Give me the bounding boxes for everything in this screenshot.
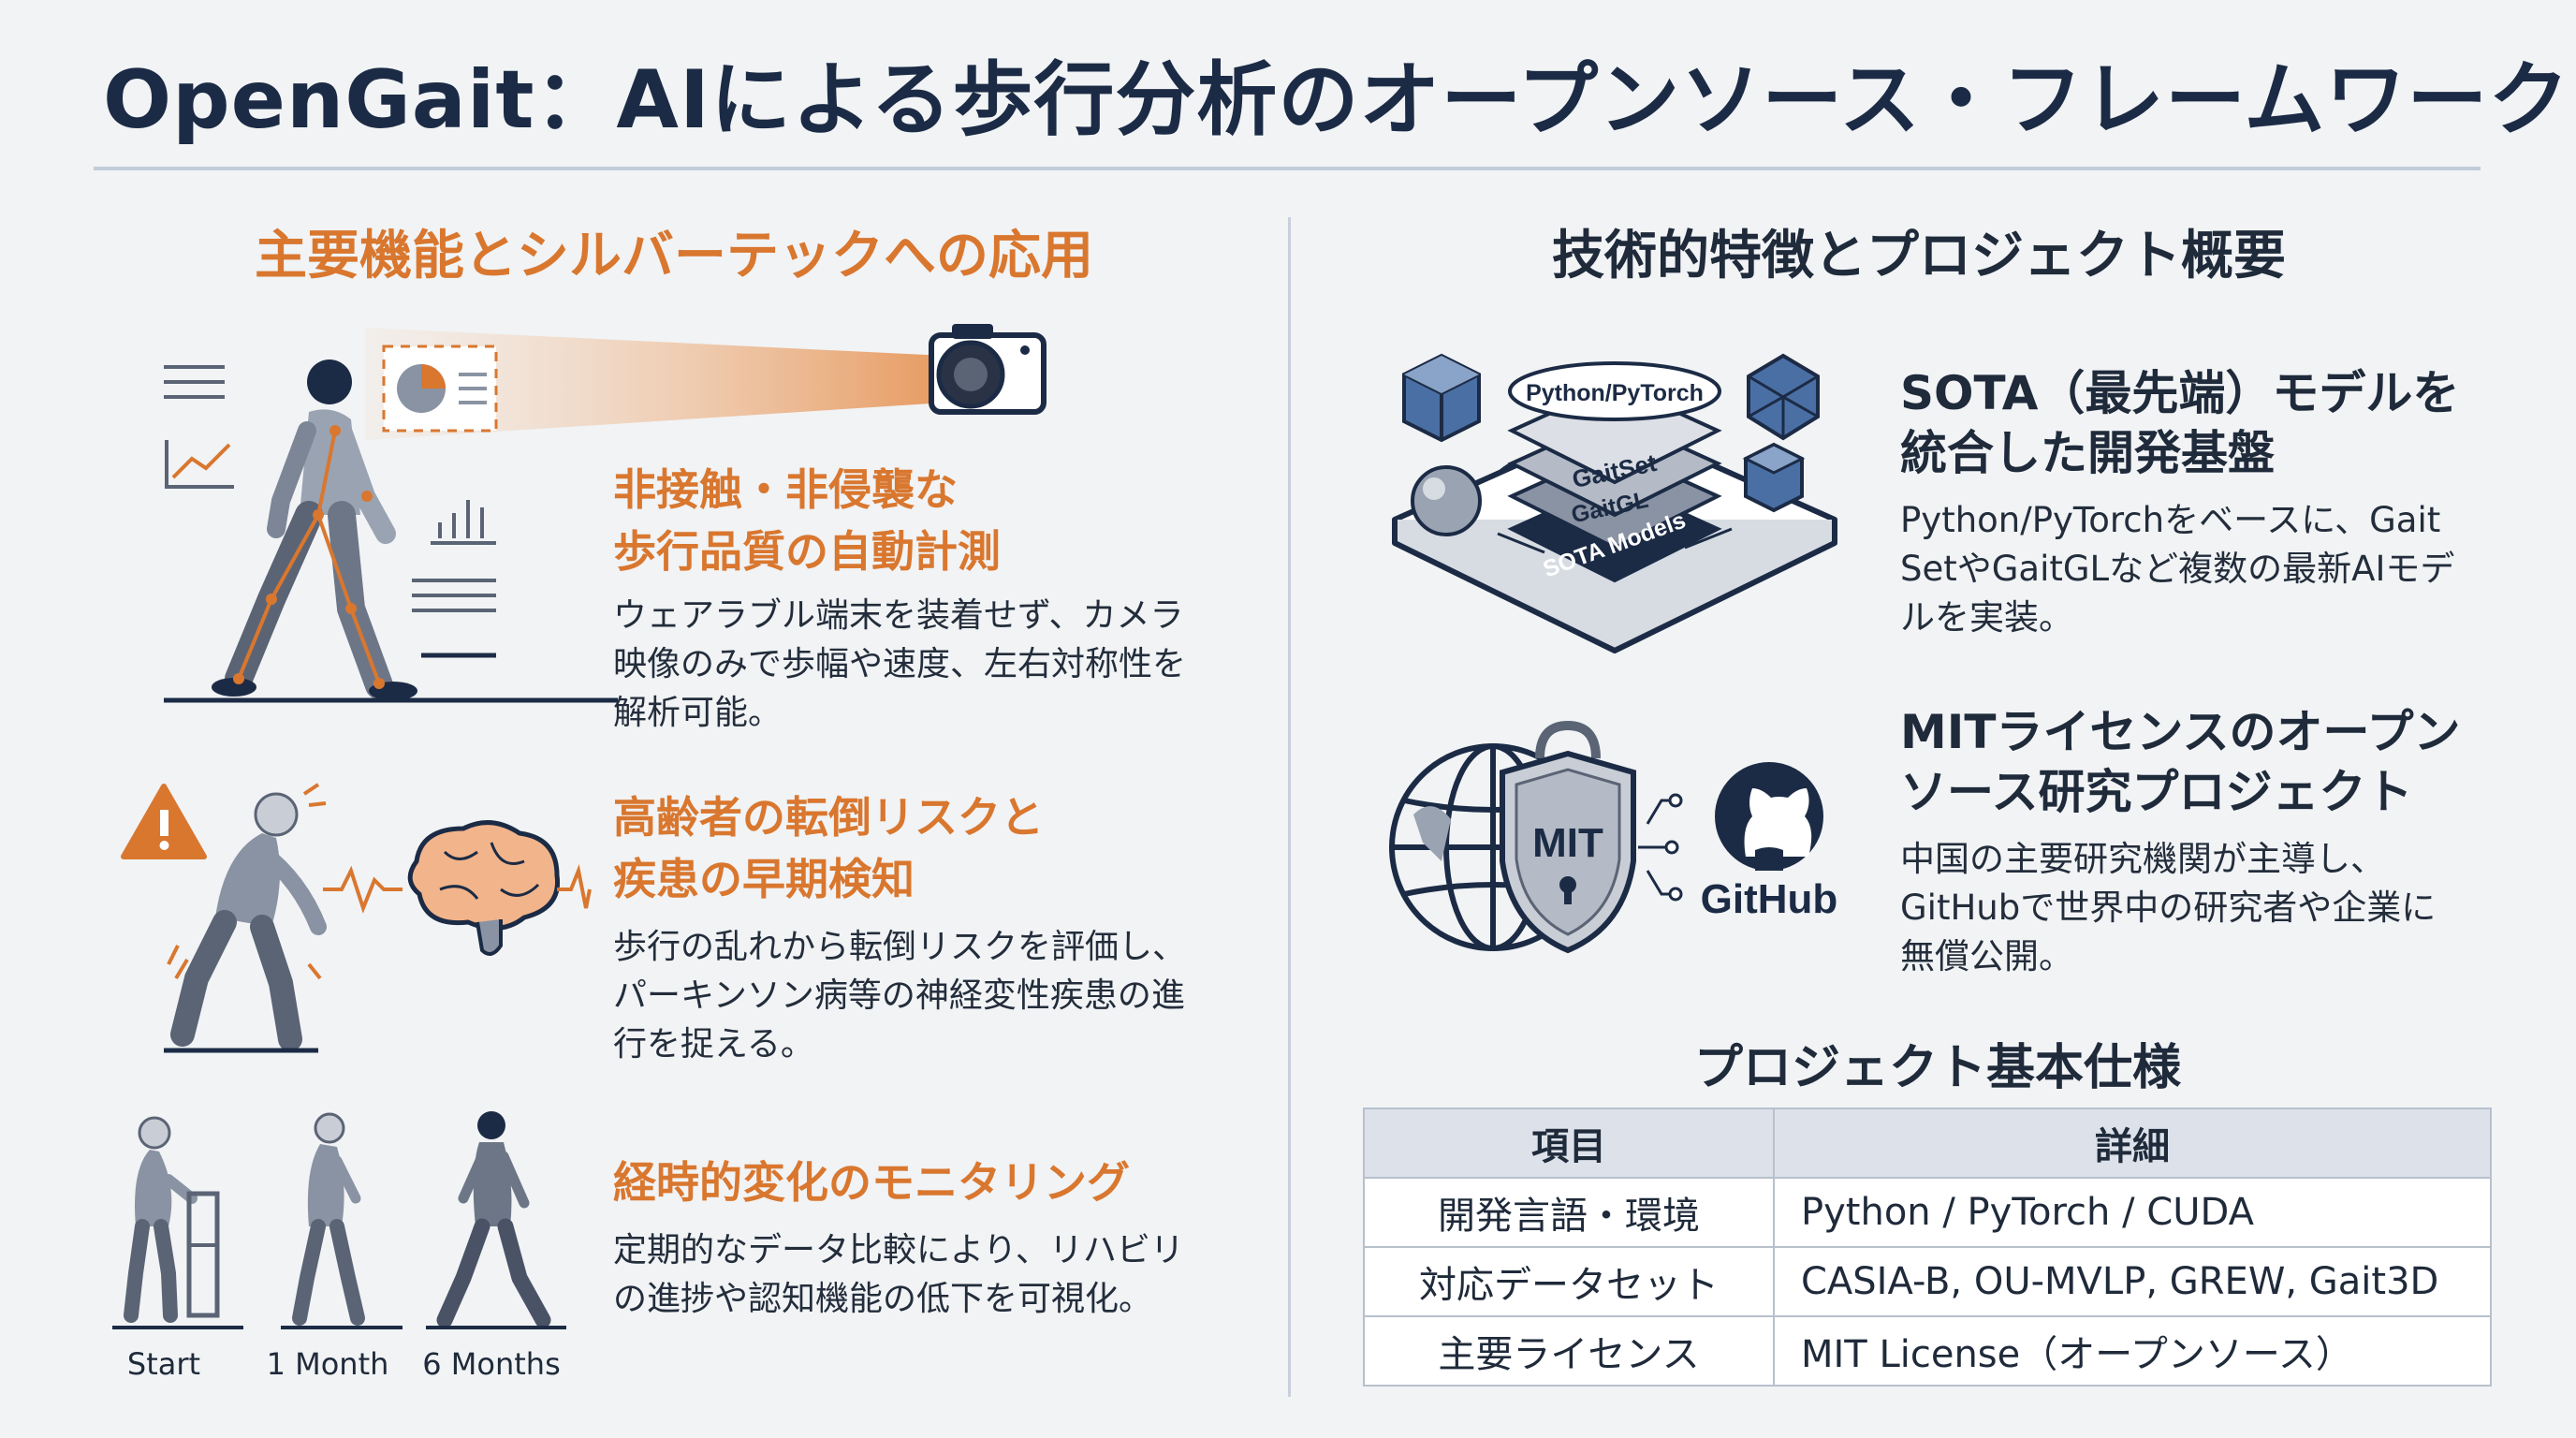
feature2-title-line1: 高齢者の転倒リスクと — [613, 792, 1044, 843]
spec-heading: プロジェクト基本仕様 — [1693, 1040, 2181, 1096]
feature2-body-line2: パーキンソン病等の神経変性疾患の進 — [613, 976, 1185, 1015]
feature1-illustration — [164, 324, 1046, 703]
github-icon: GitHub — [1701, 762, 1838, 922]
spec-key-datasets: 対応データセット — [1363, 1246, 1775, 1317]
brain-icon — [407, 820, 561, 956]
stage-label-start: Start — [126, 1346, 201, 1382]
left-section-heading: 主要機能とシルバーテックへの応用 — [255, 226, 1093, 286]
spec-value-language: Python / PyTorch / CUDA — [1773, 1177, 2492, 1248]
page-title: OpenGait：AIによる歩行分析のオープンソース・フレームワーク — [103, 53, 2570, 147]
table-row: 開発言語・環境 Python / PyTorch / CUDA — [1363, 1177, 2492, 1248]
shield-lock-icon: MIT — [1500, 720, 1636, 954]
table-row: 主要ライセンス MIT License（オープンソース） — [1363, 1315, 2492, 1387]
model-stack-illustration: Python/PyTorch GaitSet GaitGL SOTA Model… — [1392, 353, 1837, 653]
stage-label-1-month: 1 Month — [266, 1346, 389, 1382]
table-row: 対応データセット CASIA-B, OU-MVLP, GREW, Gait3D — [1363, 1246, 2492, 1317]
spec-table: 項目 詳細 開発言語・環境 Python / PyTorch / CUDA 対応… — [1363, 1108, 2492, 1387]
camera-icon — [929, 324, 1046, 415]
stage-label-6-months: 6 Months — [422, 1346, 561, 1382]
warning-icon — [121, 784, 207, 859]
healthy-walker-icon — [426, 1111, 566, 1329]
mit-title-line2: ソース研究プロジェクト — [1900, 765, 2413, 819]
walking-person-icon — [164, 360, 618, 703]
mit-body-line1: 中国の主要研究機関が主導し、 — [1900, 839, 2385, 879]
sota-title-line1: SOTA（最先端）モデルを — [1900, 366, 2460, 420]
chart-icon — [164, 365, 496, 658]
sota-title-line2: 統合した開発基盤 — [1900, 426, 2275, 480]
small-cube-icon — [1742, 442, 1806, 513]
feature1-title-line2: 歩行品質の自動計測 — [613, 526, 1001, 577]
spec-key-language: 開発言語・環境 — [1363, 1177, 1775, 1248]
feature2-body-line1: 歩行の乱れから転倒リスクを評価し、 — [613, 928, 1187, 966]
mit-title-line1: MITライセンスのオープン — [1900, 705, 2461, 759]
feature3-title: 経時的変化のモニタリング — [613, 1157, 1130, 1208]
feature1-body-line1: ウェアラブル端末を装着せず、カメラ — [613, 596, 1184, 635]
stack-layer-python: Python/PyTorch — [1526, 380, 1704, 406]
elderly-person-icon — [164, 783, 327, 1053]
feature2-illustration — [121, 783, 592, 1053]
spec-key-license: 主要ライセンス — [1363, 1315, 1775, 1387]
pie-chart-icon — [382, 345, 498, 433]
license-illustration: MIT GitHub — [1389, 720, 1838, 954]
spec-value-datasets: CASIA-B, OU-MVLP, GREW, Gait3D — [1773, 1246, 2492, 1317]
github-text: GitHub — [1701, 876, 1838, 922]
shield-mit-text: MIT — [1532, 820, 1603, 866]
sphere-icon — [1411, 465, 1482, 536]
feature3-illustration — [112, 1111, 566, 1329]
sota-body-line2: SetやGaitGLなど複数の最新AIモデ — [1900, 549, 2455, 589]
mit-body-line3: 無償公開。 — [1900, 936, 2073, 976]
sota-body-line3: ルを実装。 — [1900, 597, 2073, 638]
title-divider — [94, 167, 2481, 170]
spec-header-detail: 詳細 — [1773, 1108, 2492, 1179]
spec-header-row: 項目 詳細 — [1363, 1108, 2492, 1179]
feature3-body-line1: 定期的なデータ比較により、リハビリ — [613, 1231, 1184, 1269]
column-divider — [1288, 217, 1291, 1397]
spec-header-item: 項目 — [1363, 1108, 1775, 1179]
spec-value-license: MIT License（オープンソース） — [1773, 1315, 2492, 1387]
recovering-person-icon — [281, 1112, 402, 1329]
feature2-title-line2: 疾患の早期検知 — [613, 854, 915, 904]
feature3-body-line2: の進捗や認知機能の低下を可視化。 — [613, 1280, 1153, 1318]
polyhedron-icon — [1747, 353, 1820, 441]
feature1-title-line1: 非接触・非侵襲な — [613, 464, 958, 515]
feature1-body-line3: 解析可能。 — [613, 694, 783, 732]
elderly-walker-icon — [112, 1116, 243, 1329]
right-section-heading: 技術的特徴とプロジェクト概要 — [1552, 226, 2286, 286]
cube-icon — [1402, 353, 1481, 443]
feature1-body-line2: 映像のみで歩幅や速度、左右対称性を — [613, 645, 1187, 683]
sota-body-line1: Python/PyTorchをベースに、Gait — [1900, 500, 2441, 540]
mit-body-line2: GitHubで世界中の研究者や企業に — [1900, 888, 2437, 928]
feature2-body-line3: 行を捉える。 — [613, 1025, 814, 1064]
